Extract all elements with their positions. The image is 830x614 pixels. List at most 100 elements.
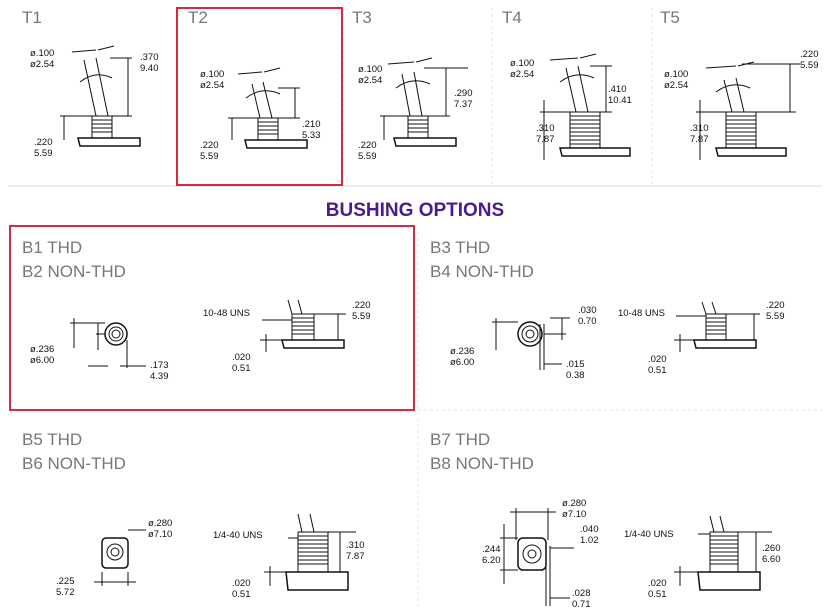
- b6-flange-in: .020: [232, 578, 251, 589]
- bushing-label-line2: B2 NON-THD: [22, 262, 126, 281]
- bushing-label-line1: B7 THD: [430, 430, 491, 449]
- t1-height-in: .370: [140, 52, 159, 63]
- selected-bushing-frame: [9, 225, 415, 411]
- bushing-label-line2: B4 NON-THD: [430, 262, 534, 281]
- t5-bushing-mm: 7.87: [690, 134, 709, 145]
- t4-bushing-in: .310: [536, 123, 555, 134]
- t3-height-mm: 7.37: [454, 99, 473, 110]
- b1-flange-in: .020: [232, 352, 251, 363]
- t3-bushing-mm: 5.59: [358, 151, 377, 162]
- b4-height-mm: 5.59: [766, 311, 785, 322]
- b6-flange-mm: 0.51: [232, 589, 251, 600]
- bushing-b4-side-drawing: [674, 301, 760, 352]
- bushing-label-b1-b2: B1 THD B2 NON-THD: [22, 236, 126, 284]
- b3-gap-mm: 0.70: [578, 316, 597, 327]
- b4-height-in: .220: [766, 300, 785, 311]
- b8-flange-in: .020: [648, 578, 667, 589]
- b5-width-in: .225: [56, 576, 75, 587]
- t3-bushing-in: .220: [358, 140, 377, 151]
- toggle-drawing-t4: [540, 53, 631, 160]
- t4-shaft-dia-mm: ø2.54: [510, 69, 534, 80]
- t1-bushing-in: .220: [34, 137, 53, 148]
- bushing-b8-side-drawing: [674, 515, 772, 591]
- b3-diameter-mm: ø6.00: [450, 357, 474, 368]
- toggle-drawing-t5: [696, 61, 800, 160]
- toggle-label-t3: T3: [352, 8, 372, 27]
- b7-gap-in: .040: [580, 524, 599, 535]
- b8-thread-spec: 1/4-40 UNS: [624, 529, 674, 540]
- b3-wall-in: .015: [566, 359, 585, 370]
- t1-shaft-dia-in: ø.100: [30, 48, 54, 59]
- b4-flange-mm: 0.51: [648, 365, 667, 376]
- b1-height-in: .220: [352, 300, 371, 311]
- b3-wall-mm: 0.38: [566, 370, 585, 381]
- b1-diameter-mm: ø6.00: [30, 355, 54, 366]
- b1-width-mm: 4.39: [150, 371, 169, 382]
- t4-height-mm: 10.41: [608, 95, 632, 106]
- bushing-b1-drawing: [70, 318, 146, 368]
- bushing-b6-side-drawing: [264, 513, 356, 591]
- b7-width-mm: 6.20: [482, 555, 501, 566]
- selected-toggle-frame: [176, 7, 343, 186]
- t3-shaft-dia-in: ø.100: [358, 64, 382, 75]
- b3-diameter-in: ø.236: [450, 346, 474, 357]
- bushing-b1-side-drawing: [260, 299, 346, 352]
- b7-diameter-mm: ø7.10: [562, 509, 586, 520]
- t2-bushing-in: .220: [200, 140, 219, 151]
- t5-shaft-dia-mm: ø2.54: [664, 80, 688, 91]
- toggle-label-t1: T1: [22, 8, 42, 27]
- bushing-label-b7-b8: B7 THD B8 NON-THD: [430, 428, 534, 476]
- t2-height-mm: 5.33: [302, 130, 321, 141]
- b1-height-mm: 5.59: [352, 311, 371, 322]
- toggle-label-t4: T4: [502, 8, 522, 27]
- bushing-label-b3-b4: B3 THD B4 NON-THD: [430, 236, 534, 284]
- b4-thread-spec: 10-48 UNS: [618, 308, 665, 319]
- b8-flange-mm: 0.51: [648, 589, 667, 600]
- b1-diameter-in: ø.236: [30, 344, 54, 355]
- bushing-label-line1: B1 THD: [22, 238, 83, 257]
- t4-height-in: .410: [608, 84, 627, 95]
- b1-width-in: .173: [150, 360, 169, 371]
- b7-diameter-in: ø.280: [562, 498, 586, 509]
- t4-shaft-dia-in: ø.100: [510, 58, 534, 69]
- t1-height-mm: 9.40: [140, 63, 159, 74]
- b7-wall-mm: 0.71: [572, 599, 591, 610]
- b7-width-in: .244: [482, 544, 501, 555]
- t5-height-mm: 5.59: [800, 60, 819, 71]
- t3-shaft-dia-mm: ø2.54: [358, 75, 382, 86]
- b5-diameter-in: ø.280: [148, 518, 172, 529]
- b3-gap-in: .030: [578, 305, 597, 316]
- t4-bushing-mm: 7.87: [536, 134, 555, 145]
- t2-height-in: .210: [302, 119, 321, 130]
- t1-bushing-mm: 5.59: [34, 148, 53, 159]
- bushing-label-b5-b6: B5 THD B6 NON-THD: [22, 428, 126, 476]
- t5-height-in: .220: [800, 49, 819, 60]
- section-title: BUSHING OPTIONS: [325, 200, 505, 221]
- b6-height-in: .310: [346, 540, 365, 551]
- t2-shaft-dia-in: ø.100: [200, 69, 224, 80]
- b1-thread-spec: 10-48 UNS: [203, 308, 250, 319]
- bushing-b7-drawing: [500, 508, 574, 606]
- b1-flange-mm: 0.51: [232, 363, 251, 374]
- bushing-label-line2: B8 NON-THD: [430, 454, 534, 473]
- b7-gap-mm: 1.02: [580, 535, 599, 546]
- b6-height-mm: 7.87: [346, 551, 365, 562]
- b7-wall-in: .028: [572, 588, 591, 599]
- toggle-label-t5: T5: [660, 8, 680, 27]
- toggle-drawing-t2: [228, 67, 308, 149]
- b8-height-in: .260: [762, 543, 781, 554]
- t5-shaft-dia-in: ø.100: [664, 69, 688, 80]
- t2-bushing-mm: 5.59: [200, 151, 219, 162]
- b8-height-mm: 6.60: [762, 554, 781, 565]
- b5-diameter-mm: ø7.10: [148, 529, 172, 540]
- t2-shaft-dia-mm: ø2.54: [200, 80, 224, 91]
- bushing-label-line2: B6 NON-THD: [22, 454, 126, 473]
- toggle-label-t2: T2: [188, 8, 208, 27]
- t3-height-in: .290: [454, 88, 473, 99]
- toggle-drawing-t3: [380, 57, 468, 147]
- bushing-label-line1: B3 THD: [430, 238, 491, 257]
- bushing-b5-drawing: [94, 529, 146, 586]
- b4-flange-in: .020: [648, 354, 667, 365]
